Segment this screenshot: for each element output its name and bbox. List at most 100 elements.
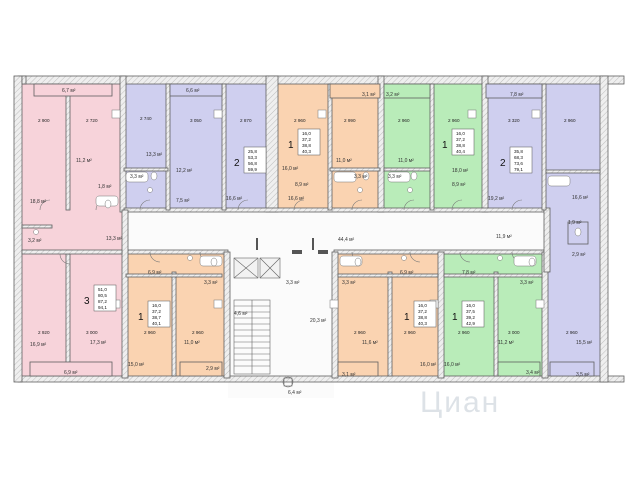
- elevator-icon: [233, 257, 281, 279]
- balcony: [497, 361, 541, 377]
- area-table: [93, 284, 117, 312]
- dimension-label: 2 870: [240, 118, 252, 123]
- area-value: 16,0: [418, 303, 427, 308]
- room-count: 2: [500, 158, 506, 169]
- area-label: 13,3 м²: [146, 152, 163, 158]
- dimension-label: 2 960: [566, 330, 578, 335]
- balcony: [29, 361, 113, 377]
- area-label: 3,1 м²: [342, 372, 356, 378]
- area-label: 6,7 м²: [62, 88, 76, 94]
- area-value: 38,8: [418, 315, 427, 320]
- room-count: 1: [288, 140, 294, 151]
- walls: [13, 75, 625, 383]
- area-label: 18,8 м²: [30, 199, 47, 205]
- toilet-icon: [528, 257, 536, 267]
- dimension-label: 2 960: [354, 330, 366, 335]
- toilet-icon: [574, 227, 582, 237]
- area-value: 37,2: [302, 137, 311, 142]
- area-value: 38,7: [152, 315, 161, 320]
- stove-icon: [467, 109, 477, 119]
- area-label: 3,3 м²: [204, 280, 218, 286]
- area-label: 8,9 м²: [295, 182, 309, 188]
- dimension-label: 3 000: [508, 330, 520, 335]
- balcony: [179, 361, 223, 377]
- stove-icon: [111, 109, 121, 119]
- balcony: [549, 361, 595, 377]
- area-value: 40,4: [456, 149, 465, 154]
- room-count: 3: [84, 296, 90, 307]
- dimension-label: 2 920: [38, 330, 50, 335]
- sink-icon: [497, 255, 503, 261]
- dimension-label: 2 960: [564, 118, 576, 123]
- apartment-1room-zone: [440, 252, 544, 376]
- area-value: 94,1: [98, 305, 107, 310]
- balcony: [383, 83, 431, 99]
- area-label: 3,4 м²: [526, 370, 540, 376]
- area-value: 40,1: [152, 321, 161, 326]
- wall: [21, 249, 123, 255]
- door-swing: [459, 251, 471, 263]
- door-swing: [351, 199, 363, 211]
- area-value: 73,6: [514, 161, 523, 166]
- dimension-label: 3 000: [86, 330, 98, 335]
- area-label: 16,6 м²: [226, 196, 243, 202]
- wall: [337, 273, 439, 278]
- door-swings: [39, 199, 523, 265]
- area-label: 2,9 м²: [572, 252, 586, 258]
- flat-card: 1 16,0 37,2 38,7 40,1: [138, 300, 171, 328]
- area-table: [461, 300, 485, 328]
- area-table: [297, 128, 321, 156]
- area-value: 56,8: [248, 161, 257, 166]
- area-value: 25,8: [248, 149, 257, 154]
- area-value: 40,3: [302, 149, 311, 154]
- area-label: 6,9 м²: [400, 270, 414, 276]
- flat-card: 1 16,0 37,2 38,8 40,4: [442, 128, 475, 156]
- toilet-icon: [104, 199, 112, 209]
- area-table: [509, 146, 533, 174]
- wall: [331, 251, 339, 379]
- stove-icon: [213, 299, 223, 309]
- room-count: 1: [452, 312, 458, 323]
- area-label: 11,0 м²: [398, 158, 414, 164]
- dimension-label: 2 900: [38, 118, 50, 123]
- room-count: 1: [442, 140, 448, 151]
- wall: [21, 75, 27, 85]
- column: [292, 250, 302, 254]
- wall: [437, 251, 445, 379]
- balcony: [329, 83, 381, 99]
- area-label: 15,5 м²: [576, 340, 593, 346]
- wall: [327, 83, 333, 211]
- stove-icon: [213, 109, 223, 119]
- dimension-label: 3 320: [508, 118, 520, 123]
- wall: [171, 271, 177, 377]
- sink-icon: [147, 187, 153, 193]
- area-label: 1,9 м²: [568, 220, 582, 226]
- wall: [21, 224, 53, 229]
- stove-icon: [329, 299, 339, 309]
- area-label: 11,9 м²: [496, 234, 512, 240]
- area-label: 3,3 м²: [388, 174, 402, 180]
- wall: [165, 83, 171, 211]
- area-label: 11,0 м²: [184, 340, 200, 346]
- door-swing: [293, 199, 305, 211]
- door-swing: [403, 199, 415, 211]
- door-swing: [511, 199, 523, 211]
- area-label: 11,2 м²: [76, 158, 92, 164]
- flat-card: 3 51,0 80,5 87,2 94,1: [84, 284, 117, 312]
- area-label: 13,3 м²: [106, 236, 123, 242]
- door-swing: [451, 199, 463, 211]
- area-table: [243, 146, 267, 174]
- area-table: [413, 300, 437, 328]
- flat-cards: 1 16,0 37,2 38,8 40,3 1 16,0 37,2 38,8 4…: [84, 128, 533, 328]
- wall: [17, 75, 625, 85]
- wall: [443, 273, 543, 278]
- stove-icon: [317, 109, 327, 119]
- area-value: 35,8: [514, 149, 523, 154]
- balcony: [169, 83, 223, 97]
- area-label: 18,0 м²: [452, 168, 469, 174]
- wall: [123, 249, 229, 255]
- door-swing: [237, 199, 249, 211]
- column: [256, 238, 258, 250]
- area-label: 4,6 м²: [234, 311, 248, 317]
- dimension-label: 2 960: [144, 330, 156, 335]
